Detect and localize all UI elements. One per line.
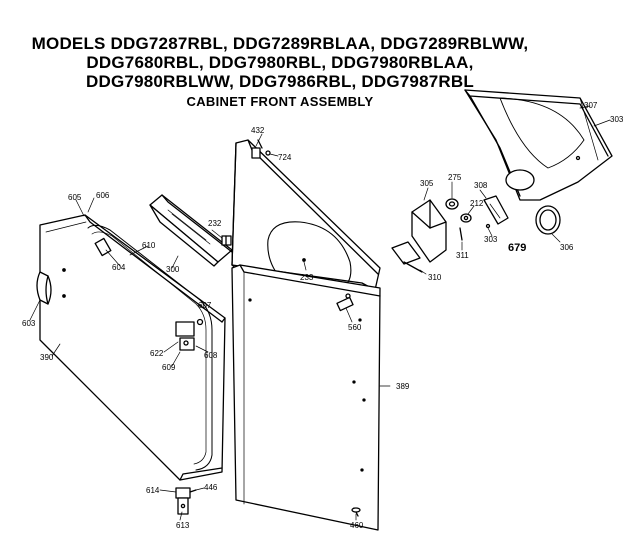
callout-303-right: 303 [484,235,498,244]
title-line-3: DDG7980RBLWW, DDG7986RBL, DDG7987RBL [86,72,474,91]
callout-390: 390 [40,353,54,362]
title-line-2: DDG7680RBL, DDG7980RBL, DDG7980RBLAA, [86,53,474,72]
diagram-subtitle: CABINET FRONT ASSEMBLY [186,94,374,109]
callout-275: 275 [448,173,462,182]
callout-432: 432 [251,126,265,135]
leveling-foot [351,507,361,517]
front-bulkhead [464,89,613,201]
clip-232 [221,235,232,246]
callout-306: 306 [560,243,574,252]
callout-303-top: 303 [610,115,624,124]
callout-460: 460 [350,521,364,530]
upper-bracket [149,194,233,267]
callout-232: 232 [208,219,222,228]
lower-front-panel [231,264,381,531]
callout-724: 724 [278,153,292,162]
callout-212: 212 [470,199,484,208]
callout-233: 233 [300,273,314,282]
callout-389: 389 [396,382,410,391]
title-line-1: MODELS DDG7287RBL, DDG7289RBLAA, DDG7289… [31,34,529,53]
callout-679: 679 [508,242,526,254]
felt-seal-ring [535,205,561,235]
callout-622: 622 [150,349,164,358]
drum-slide [483,195,509,229]
door-handle [36,271,52,305]
callout-609: 609 [162,363,176,372]
bearing-bracket [411,199,447,263]
callout-311: 311 [456,251,469,260]
callout-446: 446 [204,483,218,492]
callout-305: 305 [420,179,434,188]
leader-lines [29,105,611,521]
door-panel [39,214,226,481]
callout-308: 308 [474,181,488,190]
lower-hinge [175,487,197,515]
callout-608: 608 [204,351,218,360]
door-inner-liner [87,224,213,471]
callout-604: 604 [112,263,126,272]
callout-605: 605 [68,193,82,202]
callout-613: 613 [176,521,190,530]
callout-606: 606 [96,191,110,200]
callout-300: 300 [166,265,180,274]
callout-310: 310 [428,273,442,282]
callout-307: 307 [584,101,598,110]
door-latch [175,318,204,351]
bracket-310 [391,241,423,273]
drum-bearing [445,198,472,241]
callout-560: 560 [348,323,362,332]
callout-labels: 432 724 307 303 605 606 232 305 275 308 … [22,101,624,530]
door-switch [336,293,354,312]
callout-614: 614 [146,486,160,495]
callout-607: 607 [198,301,212,310]
diagram-title: MODELS DDG7287RBL, DDG7289RBLAA, DDG7289… [0,34,560,109]
callout-610: 610 [142,241,156,250]
callout-603: 603 [22,319,36,328]
